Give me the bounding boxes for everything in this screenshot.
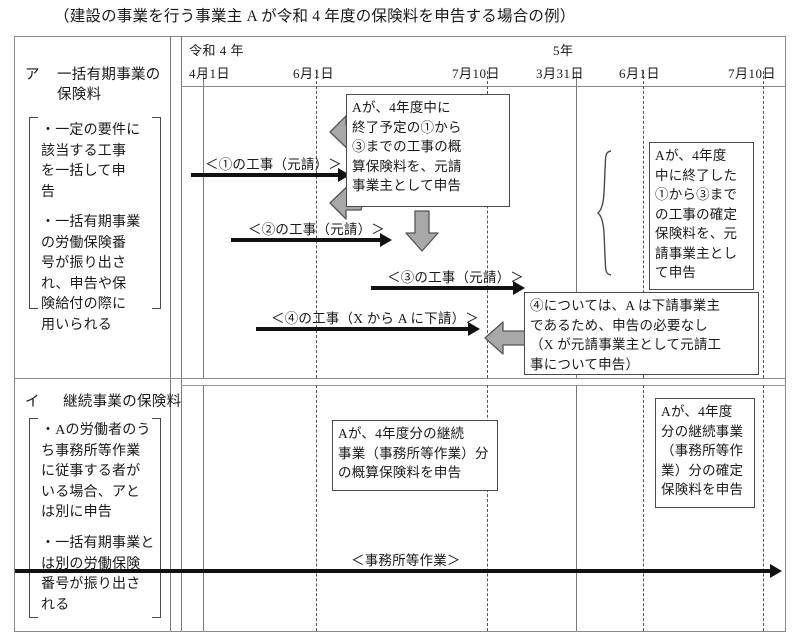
grey-arrow-left-icon	[483, 319, 527, 357]
section-b-bullet-2: ・一括有期事業と は別の労働保険 番号が振り出さ れる	[41, 536, 155, 613]
arrow-label-work2: ＜②の工事（元請）＞	[248, 222, 385, 237]
gridline-jul10b-bottom	[763, 385, 764, 631]
section-a-brace	[595, 149, 617, 277]
arrow-work1	[191, 168, 350, 182]
gridline-jun1b-top	[643, 71, 644, 378]
gridline-jun1-top	[316, 71, 317, 378]
date-label-apr1: 4月1日	[189, 66, 231, 81]
date-label-mar31: 3月31日	[536, 66, 585, 81]
gridline-jul10-top	[487, 71, 488, 378]
year-label-reiwa5: 5年	[553, 43, 574, 58]
page-caption: （建設の事業を行う事業主 A が令和 4 年度の保険料を申告する場合の例）	[54, 8, 576, 25]
arrow-label-office-work: ＜事務所等作業＞	[351, 553, 461, 568]
gridline-jun1-bottom	[316, 385, 317, 631]
year-label-reiwa4: 令和 4 年	[189, 43, 245, 58]
arrow-label-work1: ＜①の工事（元請）＞	[205, 157, 342, 172]
date-label-jun1: 6月1日	[293, 66, 335, 81]
row-divider-thin	[181, 385, 786, 386]
section-b-title: 継続事業の保険料	[63, 394, 182, 410]
section-a-bullet-2: ・一括有期事業 の労働保険番 号が振り出さ れ、申告や保 険給付の際に 用いられ…	[41, 215, 141, 333]
section-b-bracket-right	[152, 418, 161, 618]
section-b-marker: イ	[25, 394, 40, 410]
gridline-apr1-bottom	[203, 385, 204, 631]
info-box-a-subcontract: ④については、A は下請事業主 であるため、申告の必要なし （X が元請事業主と…	[524, 292, 759, 375]
arrow-label-work4: ＜④の工事（X から A に下請）＞	[271, 311, 479, 326]
arrow-work3	[371, 281, 525, 295]
section-a-bracket-left	[29, 117, 38, 309]
date-label-jul10b: 7月10日	[728, 66, 777, 81]
arrow-work2	[231, 233, 392, 247]
info-box-b-final: Aが、4年度 分の継続事業 （事務所等作 業）分の確定 保険料を申告	[655, 398, 755, 508]
gridline-jul10-bottom	[487, 385, 488, 631]
timeline-table: 令和 4 年 5年 4月1日 6月1日 7月10日 3月31日 6月1日 7月1…	[14, 36, 786, 632]
gridline-apr1-top	[203, 71, 204, 378]
gridline-jun1b-bottom	[643, 385, 644, 631]
section-b-bracket-left	[29, 418, 38, 618]
section-b-bullet-1: ・Aの労働者のう ち事務所等作業 に従事する者が いる場合、アと は別に申告	[41, 423, 151, 520]
section-a-marker: ア	[25, 67, 40, 83]
gridline-mar31-bottom	[576, 385, 577, 631]
column-divider-right	[181, 37, 182, 631]
gridline-jul10b-top	[763, 71, 764, 378]
arrow-office-work	[15, 564, 782, 578]
arrow-work4	[256, 322, 480, 336]
grey-arrow-down-icon	[403, 209, 441, 253]
row-divider	[15, 378, 786, 379]
column-divider-left	[170, 37, 171, 631]
gridline-mar31-top	[576, 71, 577, 378]
info-box-a-final: Aが、4年度 中に終了した ①から③まで の工事の確定 保険料を、元 請事業主と…	[649, 142, 754, 290]
header-rule	[181, 86, 786, 87]
section-a-bullet-1: ・一定の要件に 該当する工事 を一括して申 告	[41, 123, 141, 200]
date-label-jul10: 7月10日	[452, 66, 501, 81]
section-a-bracket-right	[152, 117, 161, 309]
info-box-a-estimate: Aが、4年度中に 終了予定の①から ③までの工事の概 算保険料を、元請 事業主と…	[346, 94, 510, 207]
info-box-b-estimate: Aが、4年度分の継続 事業（事務所等作業）分 の概算保険料を申告	[332, 420, 498, 491]
section-a-title: 一括有期事業の 保険料	[57, 67, 161, 103]
date-label-jun1b: 6月1日	[619, 66, 661, 81]
arrow-label-work3: ＜③の工事（元請）＞	[387, 270, 524, 285]
